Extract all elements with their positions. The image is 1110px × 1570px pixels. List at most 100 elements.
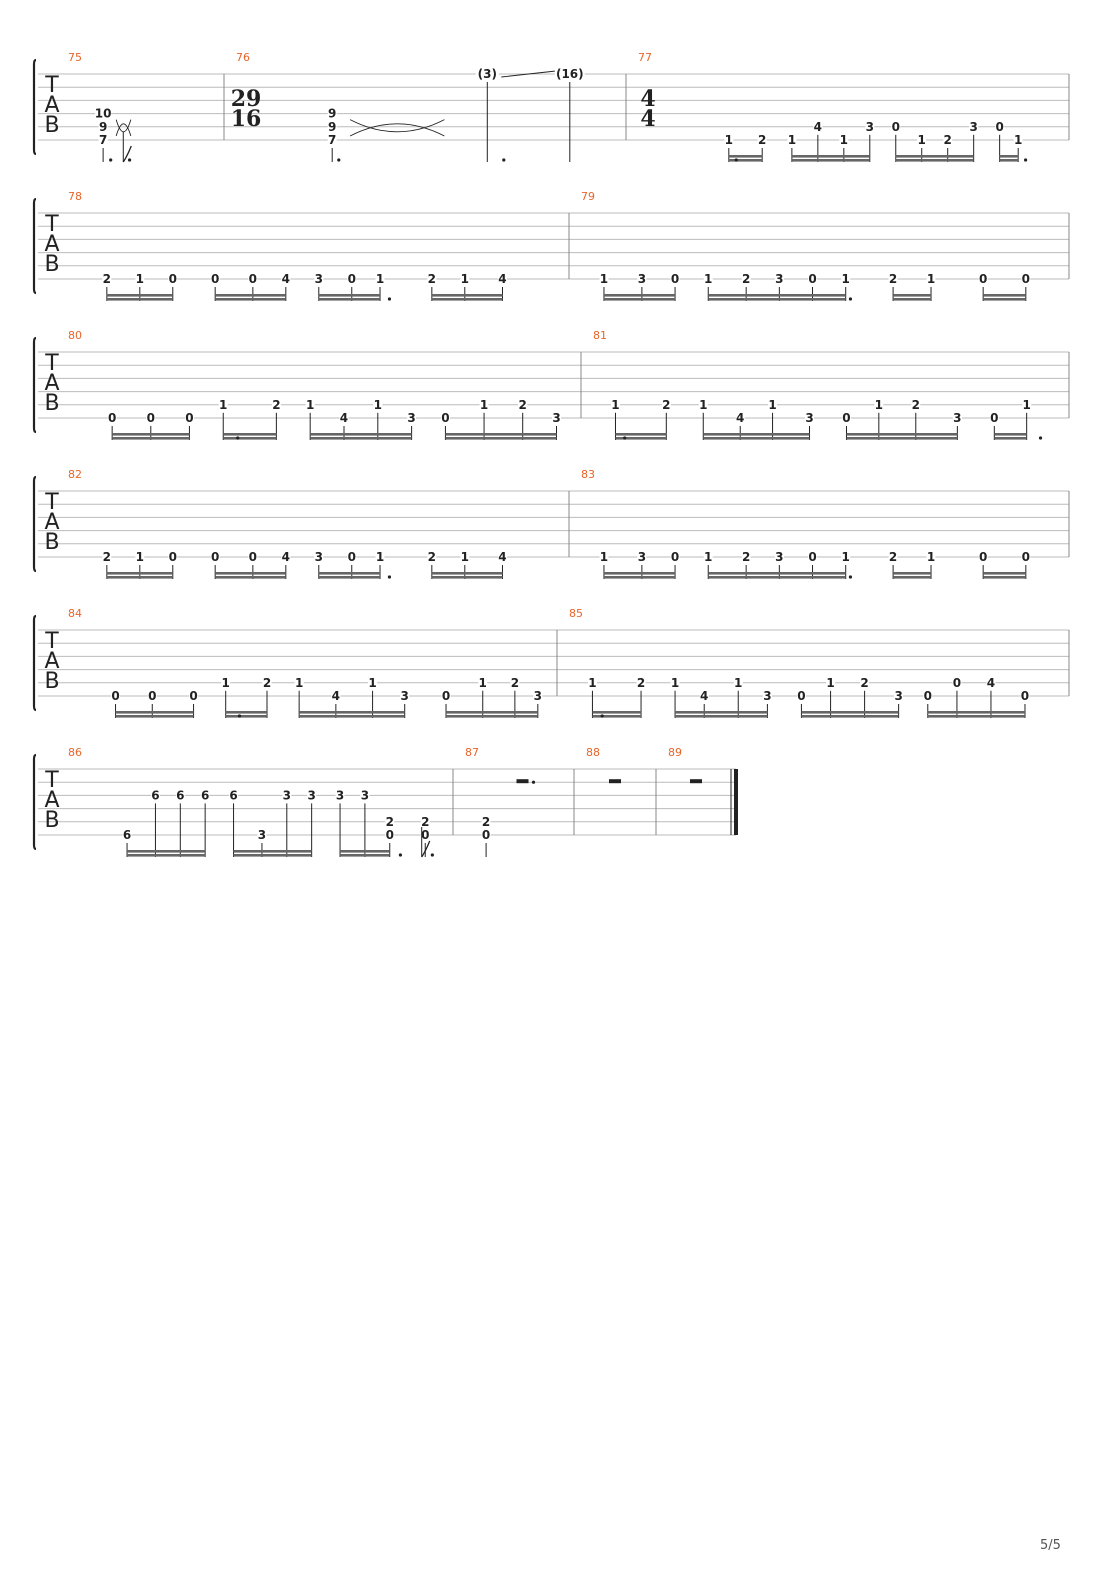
fret-bg xyxy=(952,676,962,689)
beam xyxy=(106,294,173,297)
beam xyxy=(615,433,667,436)
fret-number: 6 xyxy=(176,788,184,802)
fret-bg xyxy=(808,551,818,563)
beam xyxy=(983,294,1026,297)
fret-number: 2 xyxy=(889,272,897,286)
rhythm-dot xyxy=(109,158,113,162)
fret-number: (16) xyxy=(556,67,584,81)
fret-bg xyxy=(475,68,499,80)
fret-bg xyxy=(943,134,953,146)
fret-bg xyxy=(420,815,430,828)
fret-number: (3) xyxy=(478,67,497,81)
fret-number: 0 xyxy=(108,411,116,425)
note: 0 xyxy=(146,411,156,440)
rhythm-dot xyxy=(848,297,853,301)
beam xyxy=(603,576,676,579)
fret-number: 2 xyxy=(511,676,519,690)
fret-bg xyxy=(926,551,936,563)
fret-bg xyxy=(703,551,713,563)
fret-bg xyxy=(841,412,851,424)
beam xyxy=(893,294,932,297)
system-bracket xyxy=(32,614,37,712)
rhythm-dot xyxy=(430,853,434,857)
beam xyxy=(983,572,1026,575)
fret-bg xyxy=(218,398,228,411)
beam xyxy=(127,854,206,857)
fret-number: 2 xyxy=(742,550,750,564)
fret-number: 3 xyxy=(283,788,291,802)
fret-bg xyxy=(481,815,491,828)
note: 6 xyxy=(150,788,160,857)
fret-bg xyxy=(1020,690,1030,702)
rhythm-dot xyxy=(623,436,627,440)
note: 0 xyxy=(978,272,988,301)
fret-number: 2 xyxy=(912,398,920,412)
fret-bg xyxy=(478,676,488,689)
fret-bg xyxy=(917,134,927,146)
note: 1 xyxy=(839,133,849,162)
beam xyxy=(310,433,412,436)
fret-number: 0 xyxy=(189,689,197,703)
fret-bg xyxy=(787,134,797,146)
fret-bg xyxy=(510,676,520,689)
beam xyxy=(983,576,1026,579)
fret-bg xyxy=(1021,273,1031,285)
fret-bg xyxy=(107,412,117,424)
fret-bg xyxy=(102,551,112,563)
note: 2 xyxy=(102,550,112,579)
beam xyxy=(431,572,503,575)
fret-number: 3 xyxy=(258,828,266,842)
fret-number: 2 xyxy=(421,815,429,829)
beam xyxy=(446,715,538,718)
fret-number: 1 xyxy=(461,550,469,564)
rhythm-dot xyxy=(848,575,853,579)
measure-number: 81 xyxy=(593,329,607,342)
measure-number: 82 xyxy=(68,468,82,481)
tab-clef-letter: B xyxy=(44,252,59,277)
fret-number: 2 xyxy=(272,398,280,412)
fret-bg xyxy=(610,398,620,411)
fret-bg xyxy=(1022,398,1032,411)
fret-bg xyxy=(699,690,709,702)
fret-number: 1 xyxy=(788,133,796,147)
fret-number: 2 xyxy=(860,676,868,690)
note: 4 xyxy=(281,272,291,301)
fret-number: 1 xyxy=(768,398,776,412)
note: 0 xyxy=(1021,272,1031,301)
note: 1 xyxy=(1013,133,1023,162)
tab-clef-letter: T xyxy=(44,73,59,98)
beam xyxy=(445,433,557,436)
fret-number: 3 xyxy=(638,272,646,286)
fret-bg xyxy=(865,120,875,133)
fret-bg xyxy=(670,676,680,689)
note: 1 xyxy=(841,272,851,301)
fret-number: 2 xyxy=(742,272,750,286)
fret-bg xyxy=(552,412,562,424)
note: 0 xyxy=(808,272,818,301)
fret-bg xyxy=(189,690,199,702)
fret-bg xyxy=(460,551,470,563)
time-signature-top: 29 xyxy=(231,86,262,112)
fret-bg xyxy=(281,273,291,285)
fret-bg xyxy=(339,412,349,424)
fret-number: 0 xyxy=(995,120,1003,134)
fret-bg xyxy=(210,551,220,563)
tie-arc xyxy=(115,119,132,133)
fret-bg xyxy=(400,690,410,702)
note: 1 xyxy=(926,272,936,301)
fret-number: 9 xyxy=(328,107,336,121)
time-signature-bottom: 4 xyxy=(640,106,655,132)
note: 0 xyxy=(923,689,933,718)
note: 1 xyxy=(375,550,385,579)
beam xyxy=(791,155,870,158)
fret-bg xyxy=(184,412,194,424)
note: 0 xyxy=(808,550,818,579)
note: 1 xyxy=(841,550,851,579)
fret-number: 1 xyxy=(704,272,712,286)
fret-bg xyxy=(774,551,784,563)
fret-number: 6 xyxy=(229,788,237,802)
